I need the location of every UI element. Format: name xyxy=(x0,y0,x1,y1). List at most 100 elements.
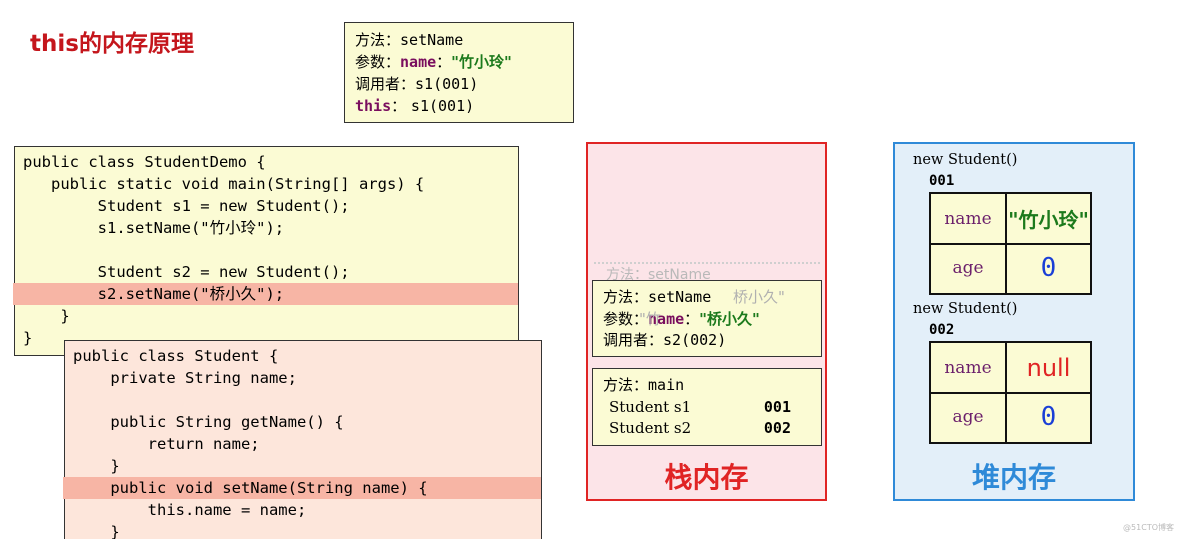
info-param-label: 参数： xyxy=(355,53,401,71)
code-text: public class StudentDemo { xyxy=(23,153,266,171)
info-method-row: 方法：setName xyxy=(355,29,563,51)
field-value: "竹小玲" xyxy=(1008,208,1089,233)
code-line: } xyxy=(65,455,541,477)
method-info-box: 方法：setName 参数：name："竹小玲" 调用者：s1(001) thi… xyxy=(344,22,574,123)
field-value: null xyxy=(1026,353,1071,382)
table-divider xyxy=(931,242,1090,245)
code-text: public String getName() { xyxy=(73,413,344,431)
frame-param-name: name xyxy=(648,309,685,328)
frame-param-sep: ： xyxy=(684,309,700,328)
frame-method-residue: 桥小久" xyxy=(733,288,785,306)
code-line: } xyxy=(65,521,541,539)
info-caller-value: s1(001) xyxy=(415,75,479,93)
code-line xyxy=(15,239,518,261)
code-text: public class Student { xyxy=(73,347,279,365)
stack-frame-main: 方法：main Student s1 001 Student s2 002 xyxy=(592,368,822,446)
heap-object-header: new Student() xyxy=(913,152,1018,168)
code-line: return name; xyxy=(65,433,541,455)
info-this-row: this： s1(001) xyxy=(355,95,563,117)
field-name: name xyxy=(944,357,992,378)
code-line: private String name; xyxy=(65,367,541,389)
info-this-sep: ： xyxy=(391,97,407,115)
table-divider xyxy=(931,391,1090,394)
code-line: s1.setName("竹小玲"); xyxy=(15,217,518,239)
code-line: } xyxy=(15,327,518,349)
frame-main-method-row: 方法：main xyxy=(603,375,813,397)
field-value: 0 xyxy=(1040,402,1057,433)
code-text: Student s2 = new Student(); xyxy=(23,263,350,281)
stack-var-s2: Student s2 002 xyxy=(603,418,813,440)
code-line xyxy=(65,389,541,411)
code-line: public class Student { xyxy=(65,345,541,367)
var-name: Student s2 xyxy=(609,419,692,437)
frame-main-method-value: main xyxy=(648,376,685,394)
code-line-highlighted: public void setName(String name) { xyxy=(63,477,541,499)
code-line: public String getName() { xyxy=(65,411,541,433)
code-text: Student s1 = new Student(); xyxy=(23,197,350,215)
stack-var-s1: Student s1 001 xyxy=(603,397,813,419)
frame-method-value: setName xyxy=(648,288,712,306)
code-line: public class StudentDemo { xyxy=(15,151,518,173)
info-caller-label: 调用者： xyxy=(355,75,416,93)
heap-object-001: name "竹小玲" age 0 xyxy=(929,192,1092,295)
code-line: } xyxy=(15,305,518,327)
heap-object-002: name null age 0 xyxy=(929,341,1092,444)
code-text: s1.setName("竹小玲"); xyxy=(23,219,285,237)
var-value: 001 xyxy=(763,397,791,416)
info-method-value: setName xyxy=(400,31,464,49)
student-class-code: public class Student { private String na… xyxy=(63,340,542,539)
frame-caller-value: s2(002) xyxy=(663,331,727,349)
info-method-label: 方法： xyxy=(355,31,401,49)
info-this-label: this xyxy=(355,97,392,115)
heap-memory-label: 堆内存 xyxy=(971,461,1056,494)
frame-caller-row: 调用者：s2(002) xyxy=(603,330,813,352)
frame-method-label: 方法： xyxy=(603,288,649,306)
frame-param-value: "桥小久" xyxy=(699,309,760,328)
frame-param-residue: "竹 xyxy=(639,309,661,328)
watermark: @51CTO博客 xyxy=(1123,523,1174,532)
code-text: } xyxy=(73,523,120,539)
frame-main-method-label: 方法： xyxy=(603,376,649,394)
code-text: public static void main(String[] args) { xyxy=(23,175,425,193)
heap-object-address: 002 xyxy=(929,322,955,338)
code-text: s2.setName("桥小久"); xyxy=(23,285,285,303)
table-divider xyxy=(1005,194,1007,293)
code-text: private String name; xyxy=(73,369,297,387)
info-this-value: s1(001) xyxy=(410,97,475,115)
frame-method-row: 方法：setName 桥小久" xyxy=(603,287,813,309)
code-text: return name; xyxy=(73,435,260,453)
var-name: Student s1 xyxy=(609,397,692,416)
code-text: } xyxy=(23,329,33,347)
heap-object-address: 001 xyxy=(929,173,955,189)
field-name: age xyxy=(952,258,984,279)
heap-memory: new Student() 001 name "竹小玲" age 0 new S… xyxy=(893,142,1135,501)
code-line: Student s2 = new Student(); xyxy=(15,261,518,283)
table-divider xyxy=(1005,343,1007,442)
frame-caller-label: 调用者： xyxy=(603,331,664,349)
info-param-name: name xyxy=(400,53,437,71)
field-name: age xyxy=(952,407,984,428)
code-line: Student s1 = new Student(); xyxy=(15,195,518,217)
code-line-highlighted: s2.setName("桥小久"); xyxy=(13,283,518,305)
code-line: public static void main(String[] args) { xyxy=(15,173,518,195)
code-text: this.name = name; xyxy=(73,501,307,519)
info-caller-row: 调用者：s1(001) xyxy=(355,73,563,95)
stack-memory-label: 栈内存 xyxy=(664,461,749,494)
frame-param-label: 参数： xyxy=(603,309,649,328)
code-text: } xyxy=(23,307,70,325)
field-name: name xyxy=(944,208,992,229)
info-param-row: 参数：name："竹小玲" xyxy=(355,51,563,73)
info-param-value: "竹小玲" xyxy=(451,53,512,71)
info-param-sep: ： xyxy=(436,53,452,71)
var-value: 002 xyxy=(763,419,791,437)
code-text: } xyxy=(73,457,120,475)
ghost-frame-residue: 方法：setName xyxy=(594,262,820,280)
student-demo-code: public class StudentDemo { public static… xyxy=(13,146,519,356)
heap-object-header: new Student() xyxy=(913,301,1018,317)
code-line: this.name = name; xyxy=(65,499,541,521)
field-value: 0 xyxy=(1040,253,1057,284)
code-text: public void setName(String name) { xyxy=(73,479,428,497)
